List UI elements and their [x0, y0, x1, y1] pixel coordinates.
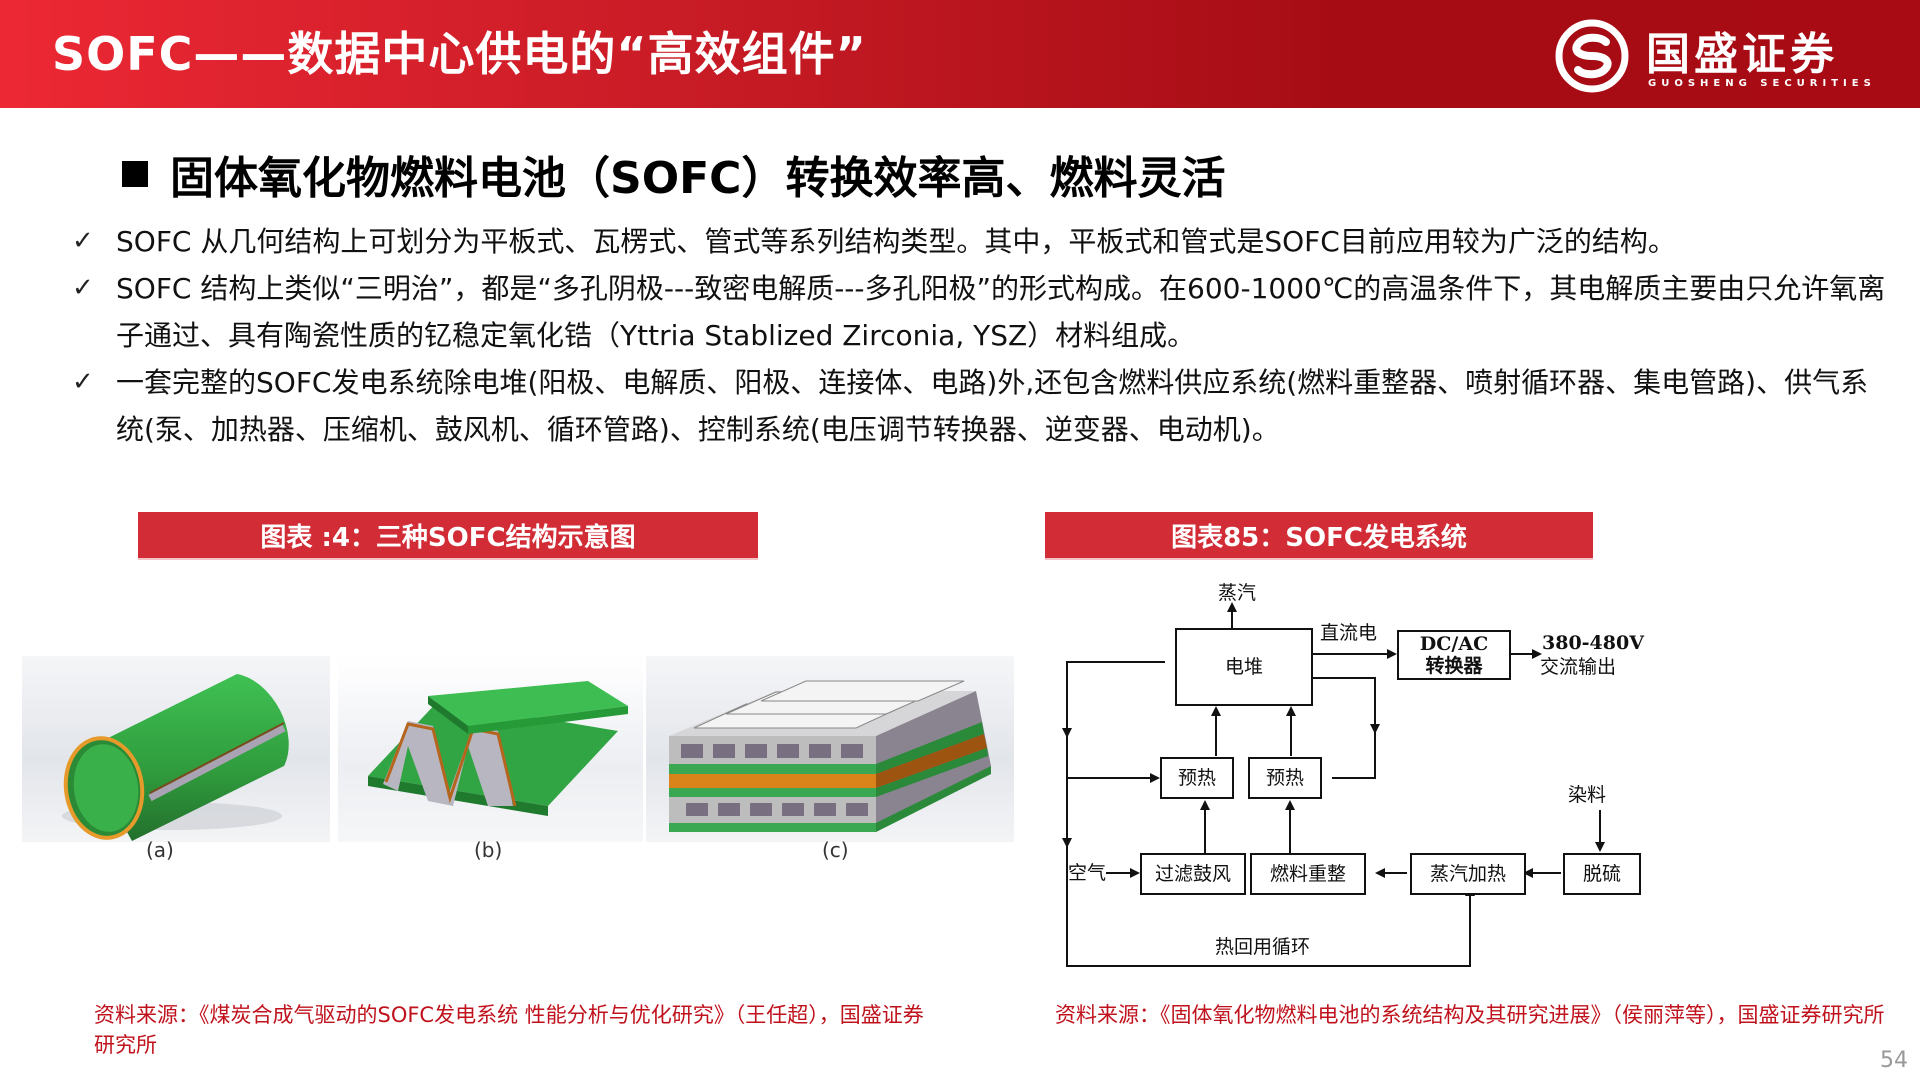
- fuel-label: 染料: [1568, 784, 1607, 806]
- bullet-text: SOFC 结构上类似“三明治”，都是“多孔阴极---致密电解质---多孔阳极”的…: [116, 272, 1886, 352]
- filter-blower-box: 过滤鼓风: [1140, 853, 1246, 895]
- planar-sofc-image: [646, 656, 1014, 842]
- dc-power-label: 直流电: [1320, 622, 1378, 644]
- fuel-reformer-box: 燃料重整: [1250, 853, 1366, 895]
- page-number: 54: [1880, 1048, 1908, 1073]
- sofc-system-flow-diagram: 蒸汽 电堆 直流电 DC/AC 转换器 380-480V 交流输出 预热 预热 …: [1040, 570, 1700, 970]
- source-note-left: 资料来源：《煤炭合成气驱动的SOFC发电系统 性能分析与优化研究》（王任超），国…: [94, 1003, 924, 1057]
- desulfurizer-box: 脱硫: [1563, 853, 1641, 895]
- header-band: SOFC——数据中心供电的“高效组件” 国盛证券 GUOSHENG SECURI…: [0, 0, 1920, 108]
- bullet-list: ✓ SOFC 从几何结构上可划分为平板式、瓦楞式、管式等系列结构类型。其中，平板…: [68, 218, 1888, 453]
- panel-label-a: (a): [146, 838, 174, 862]
- corrugated-sofc-image: [338, 656, 643, 842]
- steam-heater-box: 蒸汽加热: [1410, 853, 1526, 895]
- logo-name-cn: 国盛证券: [1646, 29, 1838, 80]
- figure-caption-right: 图表85：SOFC发电系统: [1045, 512, 1593, 560]
- company-logo: 国盛证券 GUOSHENG SECURITIES: [1550, 12, 1880, 98]
- check-icon: ✓: [72, 226, 94, 256]
- preheat-fuel-box: 预热: [1248, 757, 1322, 799]
- check-icon: ✓: [72, 367, 94, 397]
- bullet-item: ✓ 一套完整的SOFC发电系统除电堆(阳极、电解质、阳极、连接体、电路)外,还包…: [68, 359, 1888, 453]
- preheat-air-box: 预热: [1160, 757, 1234, 799]
- dcac-converter-box: DC/AC 转换器: [1397, 630, 1511, 680]
- bullet-item: ✓ SOFC 结构上类似“三明治”，都是“多孔阴极---致密电解质---多孔阳极…: [68, 265, 1888, 359]
- source-note-right: 资料来源：《固体氧化物燃料电池的系统结构及其研究进展》（侯丽萍等），国盛证券研究…: [1055, 1003, 1885, 1027]
- ac-output-label: 交流输出: [1540, 656, 1617, 678]
- flow-connectors: [1062, 602, 1605, 967]
- panel-label-b: (b): [474, 838, 503, 862]
- steam-label: 蒸汽: [1218, 582, 1257, 604]
- page-title: SOFC——数据中心供电的“高效组件”: [52, 27, 867, 81]
- square-bullet-icon: [122, 161, 148, 187]
- bullet-text: SOFC 从几何结构上可划分为平板式、瓦楞式、管式等系列结构类型。其中，平板式和…: [116, 225, 1676, 258]
- ac-output-voltage: 380-480V: [1542, 632, 1644, 654]
- section-heading-text: 固体氧化物燃料电池（SOFC）转换效率高、燃料灵活: [170, 153, 1226, 204]
- panel-label-c: (c): [822, 838, 849, 862]
- heat-recycle-label: 热回用循环: [1215, 936, 1311, 958]
- dcac-line1: DC/AC: [1419, 633, 1489, 655]
- bullet-item: ✓ SOFC 从几何结构上可划分为平板式、瓦楞式、管式等系列结构类型。其中，平板…: [68, 218, 1888, 265]
- stack-box: 电堆: [1175, 628, 1313, 706]
- logo-name-en: GUOSHENG SECURITIES: [1648, 78, 1876, 89]
- bullet-text: 一套完整的SOFC发电系统除电堆(阳极、电解质、阳极、连接体、电路)外,还包含燃…: [116, 366, 1869, 446]
- air-label: 空气: [1068, 862, 1107, 884]
- figure-caption-left: 图表 :4：三种SOFC结构示意图: [138, 512, 758, 560]
- check-icon: ✓: [72, 273, 94, 303]
- dcac-line2: 转换器: [1425, 655, 1483, 677]
- guosheng-logo-icon: [1555, 19, 1629, 93]
- tubular-sofc-image: [22, 656, 330, 842]
- section-heading: 固体氧化物燃料电池（SOFC）转换效率高、燃料灵活: [122, 142, 1225, 206]
